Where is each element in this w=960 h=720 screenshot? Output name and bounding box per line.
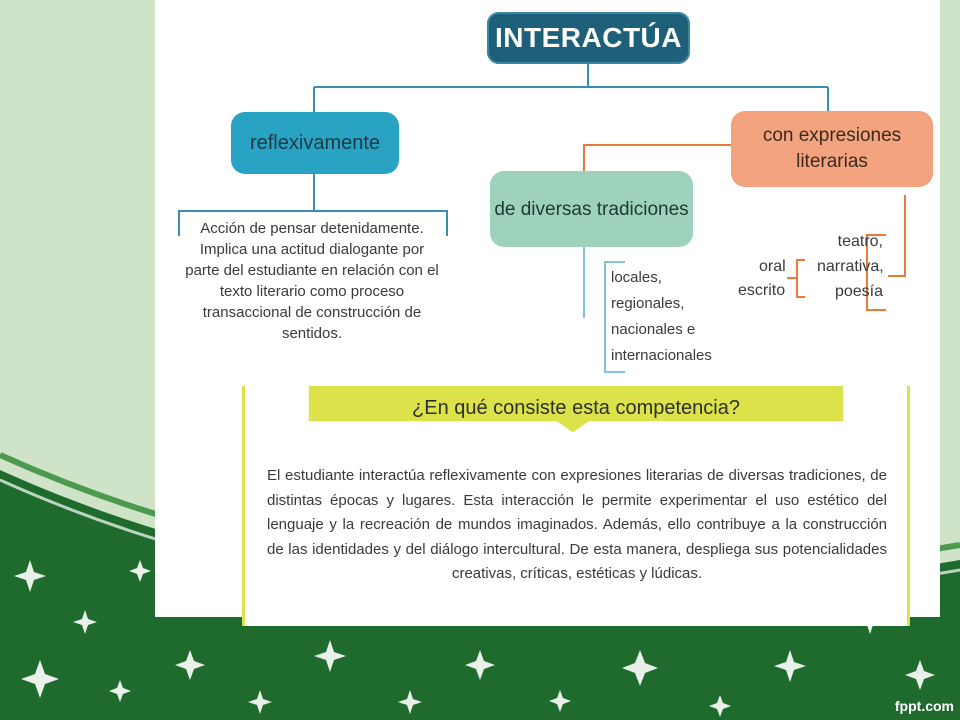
expresiones-box: con expresiones literarias [731, 111, 933, 187]
genre-item: poesía [834, 283, 883, 300]
genre-item: narrativa, [817, 258, 884, 275]
mode-escrito: escrito [738, 282, 786, 299]
list-item: locales, [611, 269, 662, 286]
competencia-body: El estudiante interactúa reflexivamente … [267, 467, 887, 582]
expresiones-label: con expresiones literarias [762, 125, 902, 172]
connector-lines [178, 64, 906, 373]
list-item: internacionales [611, 347, 712, 364]
reflexivamente-label: reflexivamente [249, 131, 381, 154]
watermark-text: fppt.com [894, 698, 954, 714]
reflexivamente-box: reflexivamente [231, 112, 399, 174]
list-item: nacionales e [611, 321, 696, 338]
title-box: INTERACTÚA [487, 12, 690, 64]
genre-item: teatro, [837, 233, 883, 250]
title-text: INTERACTÚA [495, 22, 682, 53]
tradiciones-list: locales, regionales, nacionales e intern… [611, 265, 741, 369]
list-item: regionales, [611, 295, 685, 312]
tradiciones-box: de diversas tradiciones [490, 171, 693, 247]
competencia-header-bg [308, 386, 844, 433]
competencia-box: ¿En qué consiste esta competencia? El es… [242, 386, 910, 626]
slide-content: INTERACTÚA reflexivamente Acción de pens… [155, 0, 940, 626]
mode-oral: oral [759, 258, 786, 275]
tradiciones-label: de diversas tradiciones [494, 198, 689, 220]
reflexivamente-description: Acción de pensar detenidamente. Implica … [185, 220, 439, 342]
genres-list: teatro, narrativa, poesía [817, 229, 884, 304]
competencia-title: ¿En qué consiste esta competencia? [412, 397, 740, 419]
